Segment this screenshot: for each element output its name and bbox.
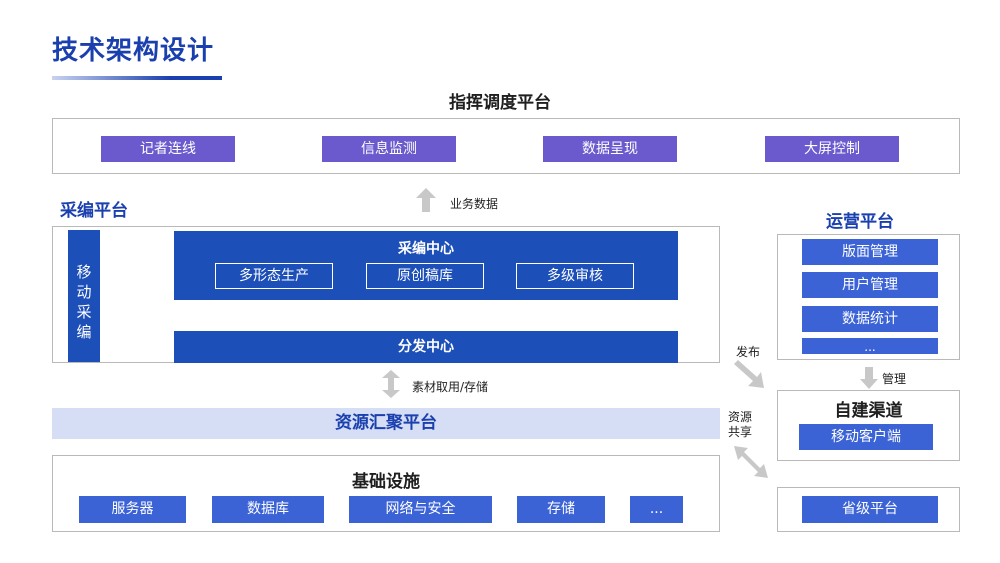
publish-arrow-icon	[734, 360, 764, 388]
command-item-2: 信息监测	[322, 136, 456, 162]
provincial-platform: 省级平台	[802, 496, 938, 523]
editing-item-2: 原创稿库	[366, 263, 484, 289]
infra-item-5: ...	[630, 496, 683, 523]
operation-item-1: 版面管理	[802, 239, 938, 265]
editing-item-3: 多级审核	[516, 263, 634, 289]
resource-share-label: 资源共享	[728, 410, 753, 439]
infra-item-4: 存储	[517, 496, 605, 523]
command-item-3: 数据呈现	[543, 136, 677, 162]
self-channel-item-1: 移动客户端	[799, 424, 933, 450]
publish-label: 发布	[736, 345, 761, 359]
business-data-label: 业务数据	[450, 197, 499, 211]
material-arrow-icon	[382, 370, 400, 398]
mobile-editing-bar: 移动采编	[68, 230, 100, 362]
command-platform-title: 指挥调度平台	[449, 93, 551, 113]
operation-item-4: ...	[802, 338, 938, 354]
infrastructure-title: 基础设施	[352, 472, 420, 492]
infra-item-2: 数据库	[212, 496, 324, 523]
editing-center-title: 采编中心	[398, 241, 454, 257]
infra-item-3: 网络与安全	[349, 496, 492, 523]
resource-share-arrow-icon	[734, 446, 768, 478]
title-underline	[52, 76, 222, 80]
manage-label: 管理	[882, 372, 907, 386]
editing-platform-title: 采编平台	[60, 201, 128, 221]
distribution-center: 分发中心	[174, 331, 678, 363]
editing-item-1: 多形态生产	[215, 263, 333, 289]
command-item-1: 记者连线	[101, 136, 235, 162]
infra-item-1: 服务器	[79, 496, 186, 523]
command-item-4: 大屏控制	[765, 136, 899, 162]
resource-platform-band: 资源汇聚平台	[52, 408, 720, 439]
business-data-arrow-icon	[416, 188, 436, 212]
operation-item-3: 数据统计	[802, 306, 938, 332]
manage-arrow-icon	[860, 367, 878, 389]
page-title: 技术架构设计	[52, 36, 215, 66]
operation-platform-title: 运营平台	[826, 212, 894, 232]
self-channel-title: 自建渠道	[834, 401, 903, 421]
material-label: 素材取用/存储	[412, 380, 489, 394]
operation-item-2: 用户管理	[802, 272, 938, 298]
